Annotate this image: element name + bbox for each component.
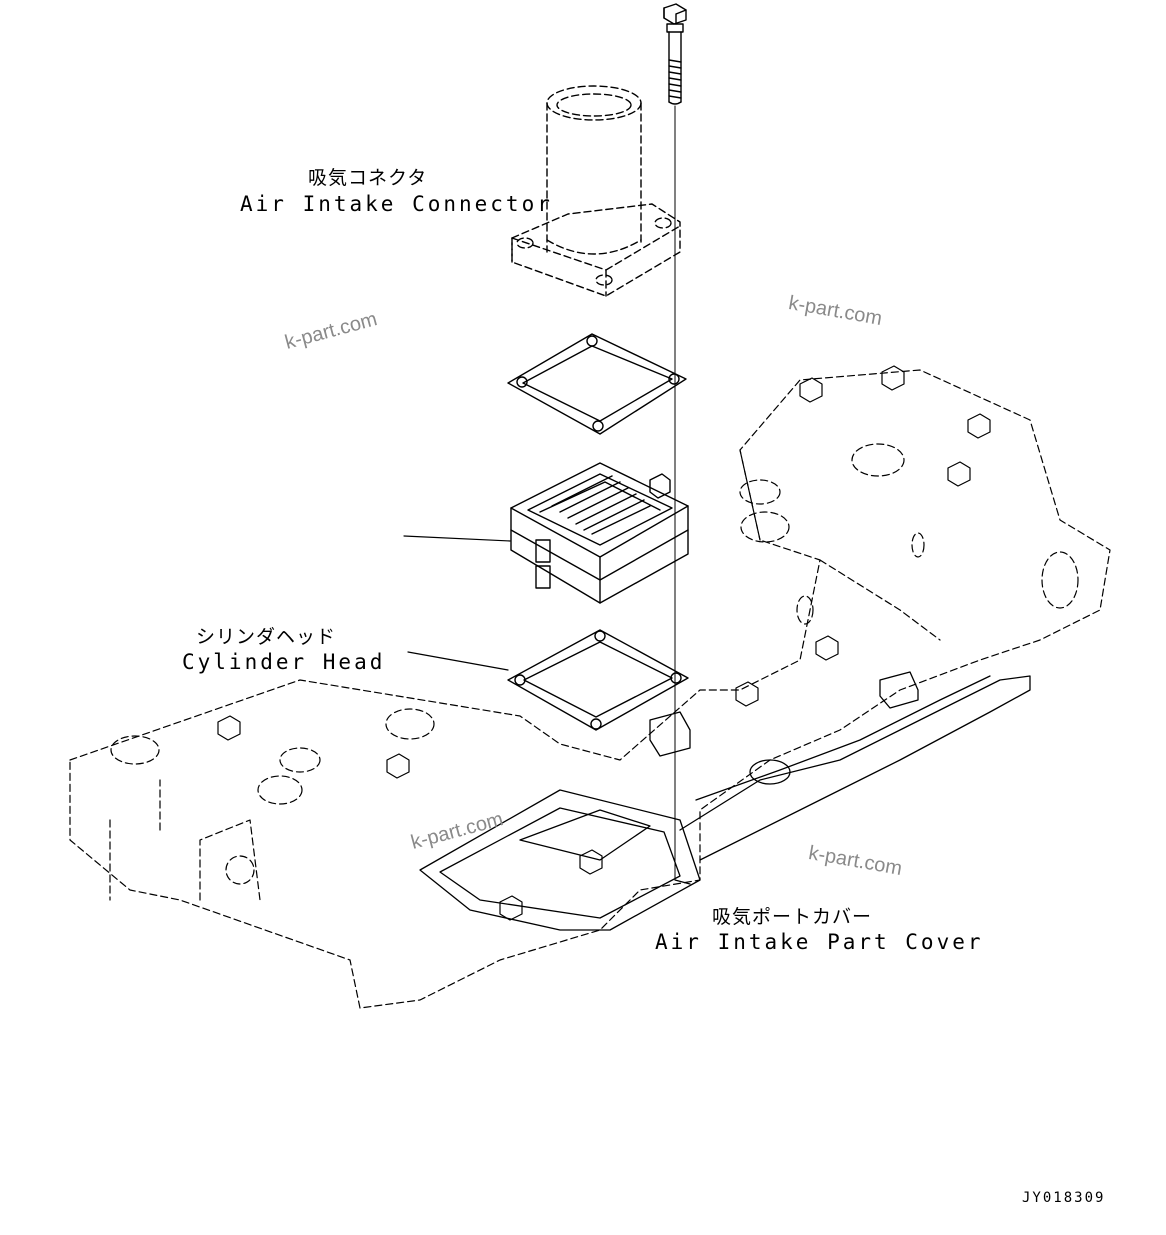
drawing-code: JY018309 <box>1022 1190 1106 1206</box>
cylinder-head-part <box>69 369 1111 1009</box>
label-air-intake-cover-en: Air Intake Part Cover <box>655 930 984 954</box>
label-cylinder-head-en: Cylinder Head <box>182 650 386 674</box>
intake-heater-part <box>403 462 689 604</box>
gasket-upper <box>507 333 687 435</box>
air-intake-connector-part <box>511 85 681 297</box>
label-cylinder-head-jp: シリンダヘッド <box>196 626 337 648</box>
label-air-intake-cover-jp: 吸気ポートカバー <box>712 906 873 928</box>
gasket-lower <box>407 629 689 731</box>
head-bolts <box>217 365 991 921</box>
bolt <box>663 3 687 881</box>
leader-lines <box>674 879 691 885</box>
label-air-intake-connector-jp: 吸気コネクタ <box>308 167 428 189</box>
label-air-intake-connector-en: Air Intake Connector <box>240 192 553 216</box>
air-intake-port-cover-part <box>419 671 1031 931</box>
